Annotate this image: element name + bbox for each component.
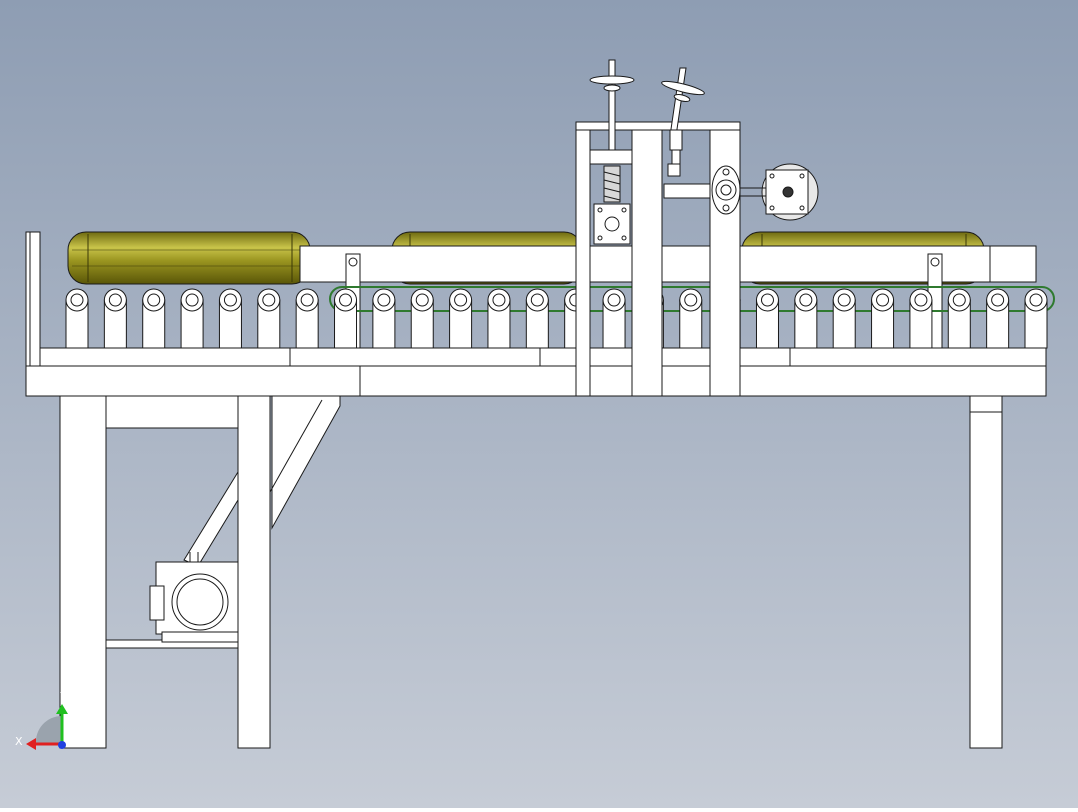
conveyor-roller (218, 288, 242, 349)
conveyor-frame (25, 231, 1047, 397)
conveyor-roller (832, 288, 856, 349)
conveyor-roller (449, 288, 473, 349)
conveyor-roller (372, 288, 396, 349)
axis-x-label: X (15, 735, 23, 748)
view-triad[interactable]: Y X (15, 690, 68, 750)
bearing-block[interactable] (711, 165, 741, 215)
conveyor-roller (909, 288, 933, 349)
roller-row (65, 288, 1048, 349)
conveyor-roller (755, 288, 779, 349)
conveyor-roller (602, 288, 626, 349)
conveyor-roller (1024, 288, 1048, 349)
conveyor-roller (257, 288, 281, 349)
conveyor-roller (794, 288, 818, 349)
conveyor-roller (525, 288, 549, 349)
conveyor-roller (65, 288, 89, 349)
conveyor-roller (947, 288, 971, 349)
support-legs (59, 395, 1003, 749)
conveyor-roller (295, 288, 319, 349)
conveyor-roller (410, 288, 434, 349)
axis-y-label: Y (59, 690, 67, 703)
adjusting-screw-right[interactable] (661, 67, 706, 165)
pressure-wheel[interactable] (740, 163, 819, 221)
conveyor-roller (103, 288, 127, 349)
gas-cylinder[interactable] (67, 231, 311, 285)
conveyor-roller (142, 288, 166, 349)
adjusting-screw-left[interactable] (589, 59, 635, 245)
conveyor-roller (871, 288, 895, 349)
conveyor-roller (986, 288, 1010, 349)
conveyor-roller (679, 288, 703, 349)
press-gantry[interactable] (575, 121, 741, 397)
conveyor-roller (334, 288, 358, 349)
conveyor-roller (487, 288, 511, 349)
conveyor-roller (180, 288, 204, 349)
gear-motor[interactable] (149, 552, 239, 643)
drive-guard (183, 395, 341, 567)
